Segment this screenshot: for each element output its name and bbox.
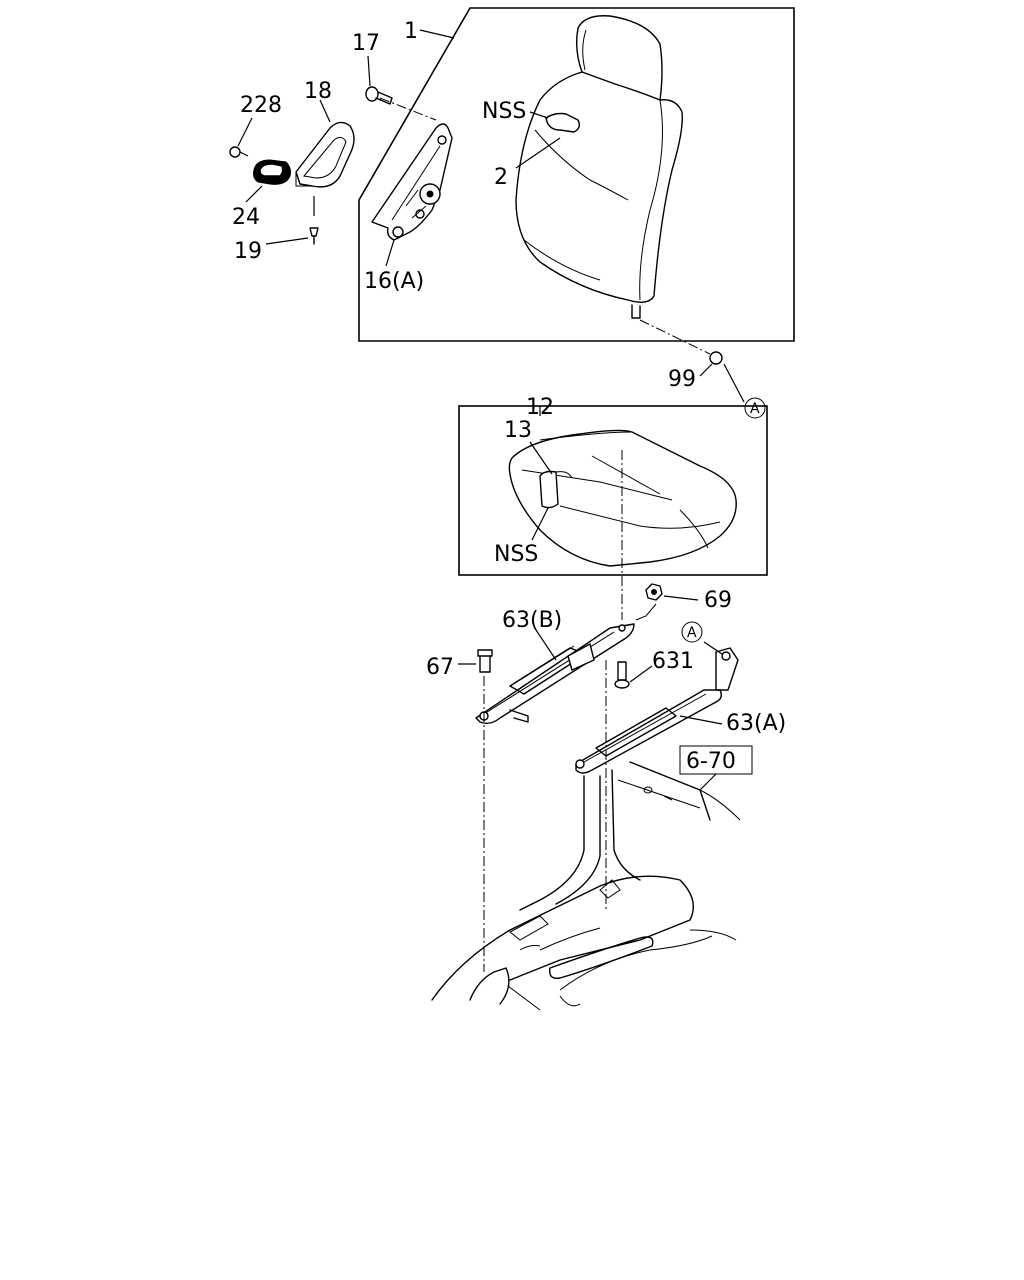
label-part-67: 67 — [426, 655, 454, 680]
label-nss-seatback: NSS — [482, 99, 526, 124]
label-part-63a: 63(A) — [726, 711, 786, 736]
seat-cushion-callout-frame — [458, 405, 768, 576]
label-part-18: 18 — [304, 79, 332, 104]
label-ref-a-top: A — [750, 401, 760, 417]
rail-63b — [475, 623, 635, 725]
floor-pan — [431, 761, 741, 1011]
recliner-mechanism — [371, 123, 453, 241]
nut-69 — [635, 583, 699, 621]
label-part-69: 69 — [704, 588, 732, 613]
screw-19 — [309, 227, 319, 245]
knob-24 — [253, 159, 291, 185]
label-part-19: 19 — [234, 239, 262, 264]
bolt-67 — [458, 649, 493, 673]
label-part-631: 631 — [652, 649, 694, 674]
ref-circle-a-rail — [681, 621, 703, 643]
label-part-17: 17 — [352, 31, 380, 56]
label-part-99: 99 — [668, 367, 696, 392]
label-part-2: 2 — [494, 165, 508, 190]
lever-cover-18 — [295, 121, 355, 188]
seatback-callout-frame — [358, 7, 795, 342]
label-part-1: 1 — [404, 19, 418, 44]
label-nss-cushion: NSS — [494, 542, 538, 567]
seatback-assembly-group — [229, 7, 795, 342]
label-page-reference: 6-70 — [686, 749, 736, 774]
label-part-24: 24 — [232, 205, 260, 230]
seat-cushion-group — [458, 405, 768, 620]
label-part-13: 13 — [504, 418, 532, 443]
bolt-631 — [614, 661, 653, 689]
label-part-228: 228 — [240, 93, 282, 118]
label-part-12: 12 — [526, 395, 554, 420]
ref-circle-a-top — [744, 397, 766, 419]
label-ref-a-rail: A — [687, 625, 697, 641]
label-part-16a: 16(A) — [364, 269, 424, 294]
bolt-17 — [365, 86, 393, 105]
rail-63a — [575, 621, 739, 774]
label-part-63b: 63(B) — [502, 608, 562, 633]
seatback-cushion — [515, 15, 683, 319]
clip-99 — [639, 319, 766, 419]
screw-228 — [229, 146, 249, 158]
